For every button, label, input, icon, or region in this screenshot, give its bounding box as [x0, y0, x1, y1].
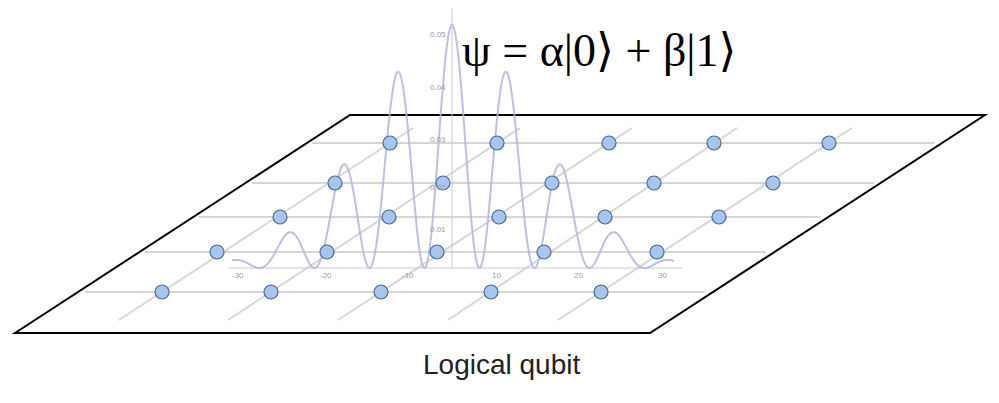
- qubit-dot: [210, 245, 224, 259]
- qubit-dot: [766, 176, 780, 190]
- qubit-dot: [545, 176, 559, 190]
- qubit-dot: [484, 285, 498, 299]
- qubit-dot: [490, 136, 504, 150]
- grid-line: [338, 128, 632, 320]
- axis-tick-label: -30: [232, 272, 244, 280]
- qubit-dot: [598, 210, 612, 224]
- qubit-dot: [155, 285, 169, 299]
- qubit-dot: [320, 245, 334, 259]
- qubit-dot: [374, 285, 388, 299]
- axis-tick-label: 0.01: [430, 226, 446, 234]
- axis-tick-label: 10: [492, 272, 501, 280]
- qubit-dot: [383, 136, 397, 150]
- qubit-dot: [822, 136, 836, 150]
- axis-tick-label: 0.05: [430, 31, 446, 39]
- axis-tick-label: 0.04: [430, 84, 446, 92]
- grid-line: [448, 128, 737, 320]
- qubit-dot: [537, 245, 551, 259]
- qubit-dot: [430, 245, 444, 259]
- plane-outline: [15, 115, 985, 333]
- qubit-dot: [650, 245, 664, 259]
- qubit-dot: [492, 210, 506, 224]
- axis-tick-label: 20: [574, 272, 583, 280]
- axis-tick-label: 0.03: [430, 136, 446, 144]
- grid-line: [312, 142, 935, 144]
- qubit-dot: [273, 210, 287, 224]
- qubit-dot: [328, 176, 342, 190]
- qubit-dot: [382, 210, 396, 224]
- qubit-dot: [712, 210, 726, 224]
- grid-lines: [85, 128, 935, 320]
- qubit-dot: [707, 136, 721, 150]
- qubit-dot: [602, 136, 616, 150]
- grid-line: [252, 182, 874, 184]
- state-equation: ψ = α|0⟩ + β|1⟩: [462, 28, 737, 74]
- qubit-dot: [647, 176, 661, 190]
- figure-caption: Logical qubit: [423, 351, 580, 379]
- axis-tick-label: 30: [658, 272, 667, 280]
- grid-line: [119, 128, 413, 320]
- t-axis: [228, 268, 682, 269]
- grid-line: [199, 216, 820, 218]
- axis-tick-label: -20: [320, 272, 332, 280]
- axis-tick-label: 0.02: [430, 184, 446, 192]
- axis-tick-label: -10: [402, 272, 414, 280]
- grid-line: [85, 291, 705, 293]
- qubit-dots: [155, 136, 836, 299]
- grid-line: [558, 128, 852, 320]
- qubit-dot: [264, 285, 278, 299]
- qubit-dot: [594, 285, 608, 299]
- f-axis: [452, 8, 453, 268]
- grid-line: [228, 128, 520, 320]
- grid-line: [145, 251, 766, 253]
